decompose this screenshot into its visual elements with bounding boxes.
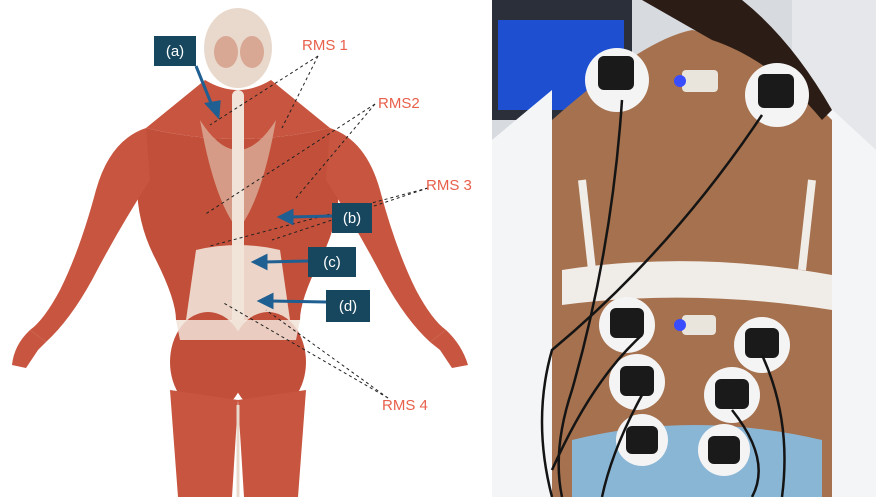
sensor-icon bbox=[734, 317, 790, 373]
sensor-icon bbox=[698, 424, 750, 476]
arrow-d bbox=[270, 301, 326, 302]
tag-c: (c) bbox=[323, 254, 341, 271]
sensor-icon bbox=[616, 414, 668, 466]
sensor-icon bbox=[745, 63, 809, 127]
anatomy-diagram-panel: RMS 1 RMS2 RMS 3 RMS 4 (a) (b) (c) (d) bbox=[0, 0, 480, 497]
sensor-photo-panel bbox=[492, 0, 876, 497]
left-arm bbox=[30, 128, 150, 342]
sensor-photo bbox=[492, 0, 876, 497]
tag-b: (b) bbox=[343, 210, 361, 227]
sensor-icon bbox=[585, 48, 649, 112]
arrow-c bbox=[264, 261, 308, 262]
arrow-b bbox=[290, 216, 332, 217]
right-leg bbox=[238, 390, 306, 497]
sensor-icon bbox=[599, 297, 655, 353]
left-leg bbox=[170, 390, 238, 497]
tag-a: (a) bbox=[166, 43, 184, 60]
rms-2-label: RMS2 bbox=[378, 95, 420, 112]
back-muscle-diagram: RMS 1 RMS2 RMS 3 RMS 4 (a) (b) (c) (d) bbox=[0, 0, 480, 497]
rms-1-label: RMS 1 bbox=[302, 37, 348, 54]
sensor-icon bbox=[704, 367, 760, 423]
rms-4-label: RMS 4 bbox=[382, 397, 428, 414]
body-figure bbox=[12, 8, 468, 497]
rms-3-label: RMS 3 bbox=[426, 177, 472, 194]
tag-d: (d) bbox=[339, 298, 357, 315]
